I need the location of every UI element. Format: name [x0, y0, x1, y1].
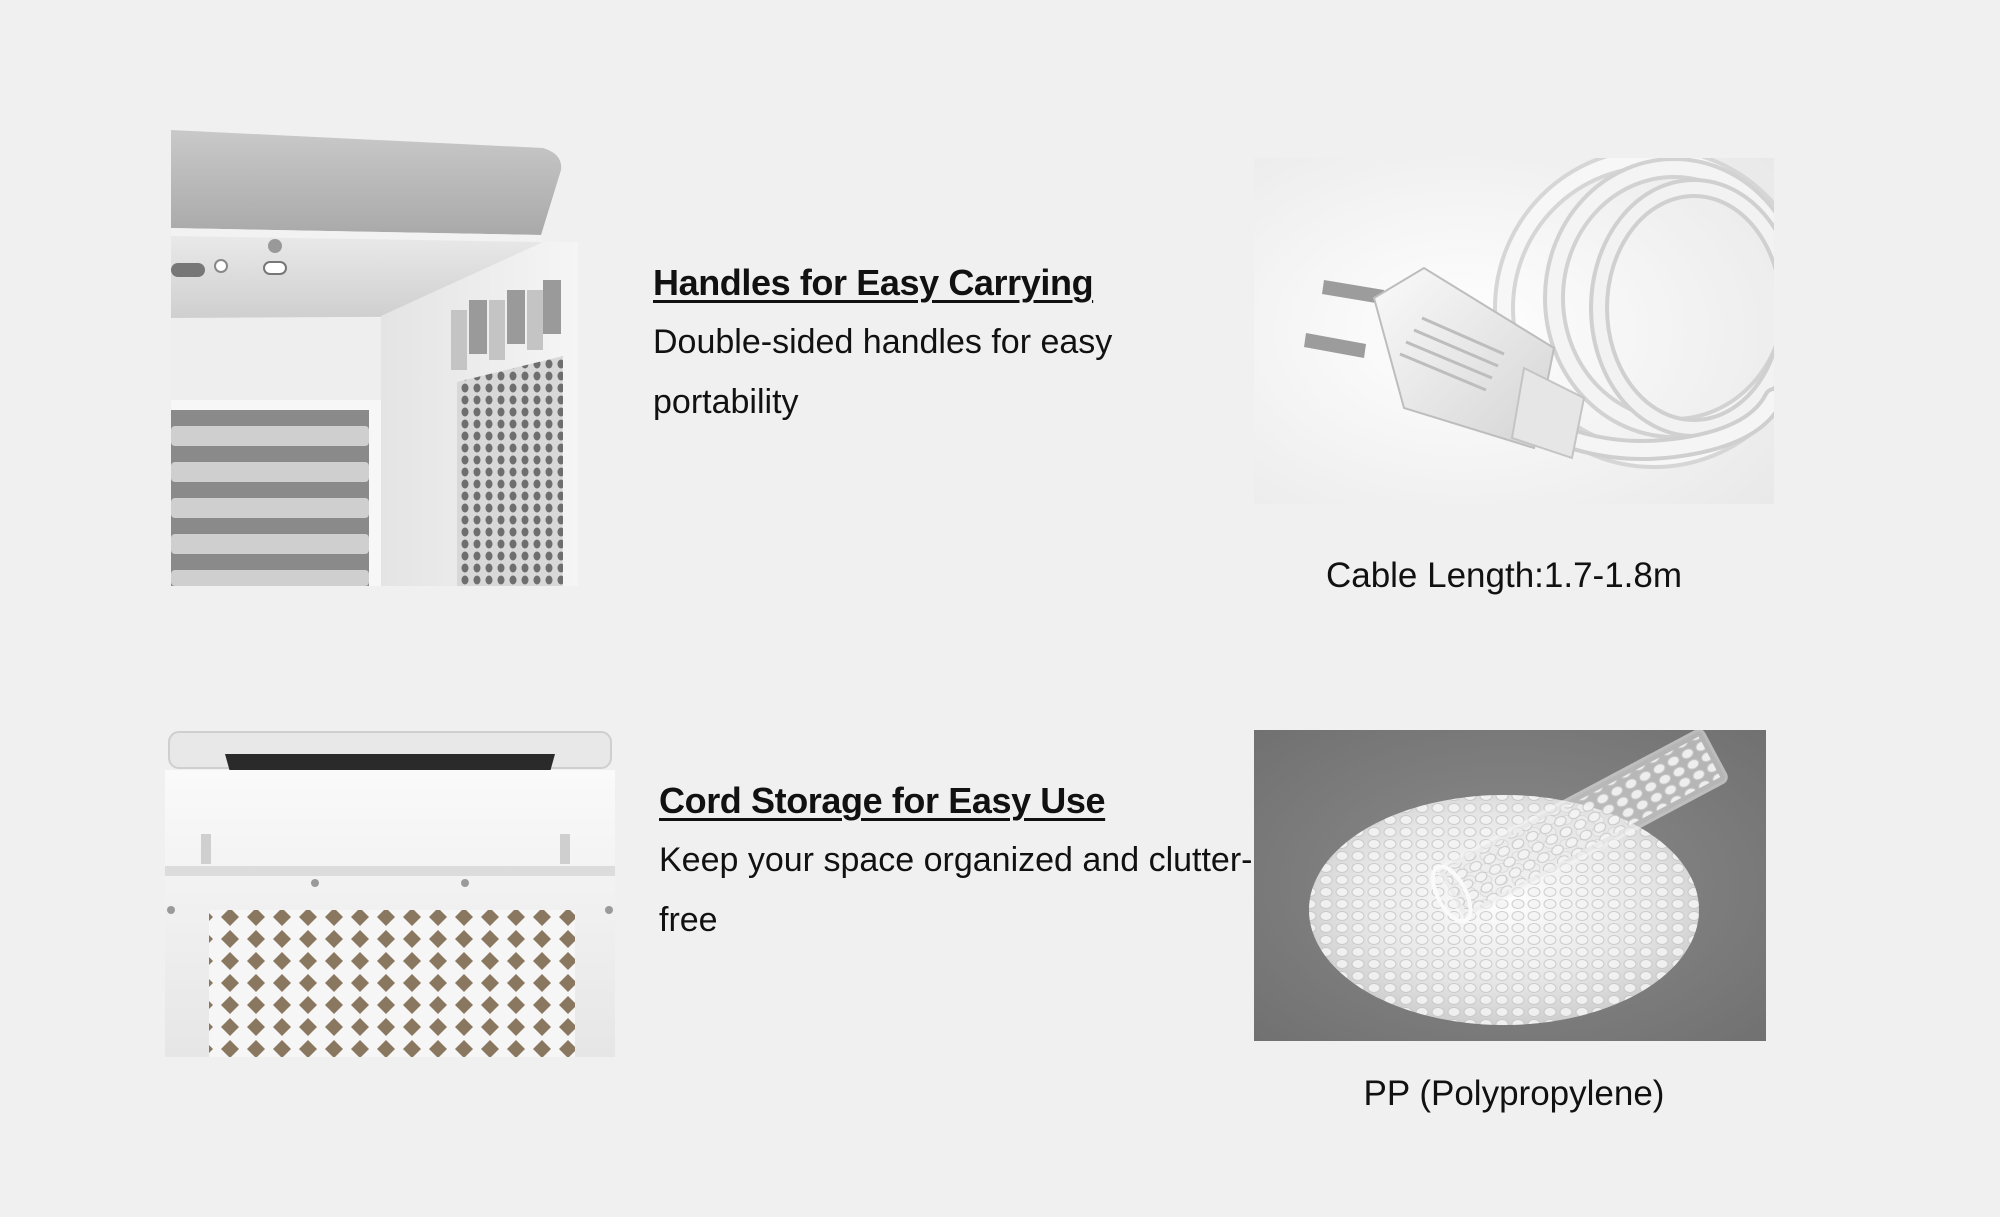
- feature-cord-storage-description: Keep your space organized and clutter-fr…: [659, 841, 1253, 939]
- feature-handles-title: Handles for Easy Carrying: [653, 262, 1094, 303]
- cord-storage-product-image: [165, 730, 615, 1057]
- feature-handles: Handles for Easy Carrying Double-sided h…: [653, 262, 1213, 432]
- power-plug-illustration: [1254, 158, 1774, 504]
- feature-cord-storage-title: Cord Storage for Easy Use: [659, 780, 1106, 821]
- cable-length-caption: Cable Length:1.7-1.8m: [1325, 556, 1683, 595]
- handles-product-image: [171, 130, 578, 586]
- cooler-back-illustration: [165, 730, 615, 1057]
- pp-granules-illustration: [1254, 730, 1766, 1041]
- cable-product-image: [1254, 158, 1774, 504]
- feature-handles-description: Double-sided handles for easy portabilit…: [653, 323, 1113, 421]
- cooler-handles-illustration: [171, 130, 578, 586]
- material-product-image: [1254, 730, 1766, 1041]
- material-caption: PP (Polypropylene): [1363, 1074, 1665, 1113]
- feature-cord-storage: Cord Storage for Easy Use Keep your spac…: [659, 780, 1259, 950]
